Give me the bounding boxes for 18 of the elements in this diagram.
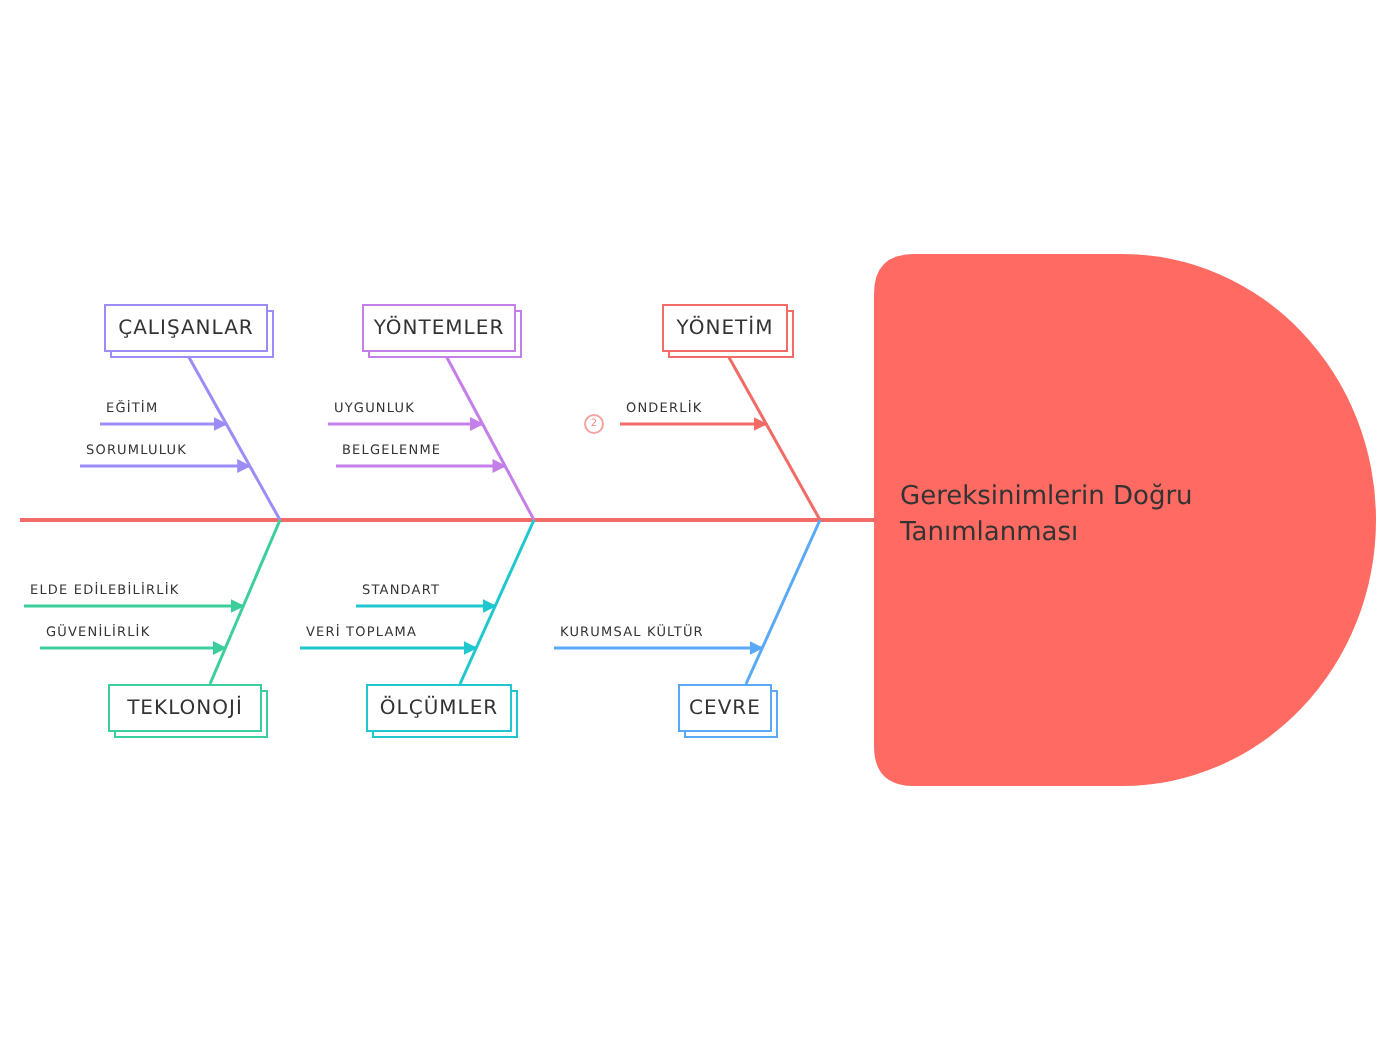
arrow xyxy=(620,417,768,431)
effect-head: Gereksinimlerin Doğru Tanımlanması xyxy=(874,254,1376,786)
category-box: TEKLONOJİ xyxy=(108,684,262,732)
category-box: CEVRE xyxy=(678,684,772,732)
arrow xyxy=(24,599,245,613)
category-box: ÖLÇÜMLER xyxy=(366,684,512,732)
arrow xyxy=(40,641,227,655)
arrow xyxy=(300,641,478,655)
arrow xyxy=(80,459,252,473)
arrow xyxy=(554,641,764,655)
arrow xyxy=(328,417,484,431)
category-box: YÖNTEMLER xyxy=(362,304,516,352)
arrow xyxy=(336,459,507,473)
spine-line xyxy=(20,518,874,522)
category-box: ÇALIŞANLAR xyxy=(104,304,268,352)
arrow xyxy=(356,599,497,613)
category-box: YÖNETİM xyxy=(662,304,788,352)
arrow xyxy=(100,417,228,431)
